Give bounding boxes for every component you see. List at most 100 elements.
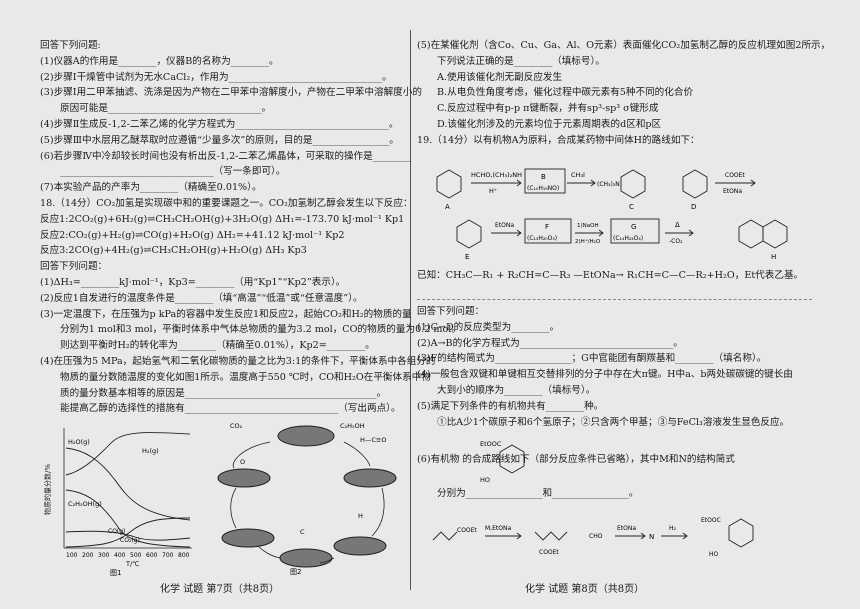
reagent-2: CH₃I xyxy=(571,171,585,179)
tick: 300 xyxy=(98,552,110,559)
q6-ester: EtOOC xyxy=(480,440,502,448)
right-line: (1)C→D的反应类型为________。 xyxy=(417,321,560,333)
dashed-separator xyxy=(417,299,812,300)
c-pre: (CH₃)₃N xyxy=(597,181,620,188)
ring-h1 xyxy=(738,219,764,249)
reaction-3: 反应3:2CO(g)+4H₂(g)⇌CH₃CH₂OH(g)+H₂O(g) ΔH₃… xyxy=(40,245,307,257)
curve-co xyxy=(65,517,191,548)
ring-e xyxy=(456,219,482,249)
reagent-1b: H⁺ xyxy=(489,187,497,195)
route-ester-a: COOEt xyxy=(457,527,477,534)
cycle-arrow xyxy=(230,441,385,564)
synthesis-scheme: HCHO,(CH₃)₂NH H⁺ B (C₁₀H₁₉NO) CH₃I (CH₃)… xyxy=(436,168,788,261)
left-line: (1)ΔH₃=________kJ·mol⁻¹，Kp3=________（用“K… xyxy=(40,276,346,288)
box-b xyxy=(524,168,566,194)
reagent-6b: -CO₂ xyxy=(669,238,683,245)
mol-label-h: H xyxy=(771,253,776,261)
left-line: (2)步骤Ⅰ干燥管中试剂为无水CaCl₂，作用为________________… xyxy=(40,71,392,83)
mol-label-e: E xyxy=(465,253,469,261)
fig1-caption: 图1 xyxy=(110,569,121,577)
reaction-2: 反应2:CO₂(g)+H₂(g)⇌CO(g)+H₂O(g) ΔH₂=+41.12… xyxy=(40,229,345,241)
catalyst-right-bottom xyxy=(333,536,387,556)
fig1-xlabel: T/℃ xyxy=(125,560,139,568)
label-c2h5oh: C₂H₅OH xyxy=(340,422,365,430)
tick: 400 xyxy=(114,552,126,559)
route-aldehyde: CHO xyxy=(589,533,603,540)
option-c: C.反应过程中有p-p π键断裂，并有sp³-sp³ σ键形成 xyxy=(437,103,659,115)
box-f xyxy=(524,218,572,244)
formula-f: (C₁₃H₂₀O₃) xyxy=(527,235,557,242)
known-block: 已知：CH₃C—R₁ + R₂CH=C—R₃ —EtONa→ R₁CH=C—C—… xyxy=(417,268,817,284)
right-line: (6)有机物 的合成路线如下（部分反应条件已省略），其中M和N的结构简式 xyxy=(417,454,735,466)
reagent-3b: EtONa xyxy=(723,188,742,195)
left-line: 质的量分数基本相等的原因是___________________________… xyxy=(60,387,387,399)
curve-c2h5oh xyxy=(65,489,191,548)
left-line: 物质的量分数随温度的变化如图1所示。温度高于550 ℃时，CO和H₂O在平衡体系… xyxy=(60,371,431,383)
label-b: B xyxy=(541,173,546,181)
column-divider xyxy=(410,30,411,590)
route-ester-b: COOEt xyxy=(539,549,559,556)
route-reagent-3: H₂ xyxy=(669,525,677,532)
mol-label-a: A xyxy=(445,203,450,211)
tick: 100 xyxy=(66,552,78,559)
left-line: (4)在压强为5 MPa，起始氢气和二氧化碳物质的量之比为3:1的条件下，平衡体… xyxy=(40,355,436,367)
figure-1-chart: 物质的量分数/% H₂O(g) H₂(g) C₂H₅OH(g) CO(g) CO… xyxy=(43,428,192,577)
q19-title: 19.（14分）以有机物A为原料，合成某药物中间体H的路线如下： xyxy=(417,134,700,146)
reagent-3: COOEt xyxy=(725,172,745,179)
label-hco: H—C≡O xyxy=(360,436,387,444)
curve-h2o xyxy=(65,447,191,521)
synthesis-route-q6: COOEt M,EtONa COOEt CHO EtONa N H₂ EtOOC… xyxy=(432,517,754,558)
catalyst-top xyxy=(277,425,335,447)
label-o: O xyxy=(240,458,245,466)
right-line: 大到小的顺序为________（填标号）。 xyxy=(437,384,596,396)
reagent-6: Δ xyxy=(675,221,680,229)
label-c2h5oh: C₂H₅OH(g) xyxy=(68,500,102,508)
label-co2: CO₂(g) xyxy=(120,537,140,544)
left-line: (4)步骤Ⅱ生成反-1,2-二苯乙烯的化学方程式为_______________… xyxy=(40,118,399,130)
label-h2o: H₂O(g) xyxy=(68,438,90,446)
q6-hydroxy: HO xyxy=(480,476,490,484)
right-line: 回答下列问题： xyxy=(417,306,485,317)
right-line: (4)一般包含双键和单键相互交替排列的分子中存在大π键。H中a、b两处碳碳键的键… xyxy=(417,369,793,381)
catalyst-bottom xyxy=(279,548,333,568)
left-line: (3)一定温度下，在压强为p kPa的容器中发生反应1和反应2，起始CO₂和H₂… xyxy=(40,308,412,320)
reagent-4: EtONa xyxy=(495,222,514,229)
left-column: 回答下列问题: (1)仪器A的作用是________，仪器B的名称为______… xyxy=(40,38,461,417)
left-line: (3)步骤Ⅰ用二甲苯抽滤、洗涤是因为产物在二甲苯中溶解度小，产物在二甲苯中溶解度… xyxy=(40,87,422,99)
left-line: (5)步骤Ⅲ中水层用乙醚萃取时应遵循“少量多次”的原则，目的是_________… xyxy=(40,134,399,146)
tick: 500 xyxy=(130,552,142,559)
label-g: G xyxy=(631,223,636,231)
tick: 800 xyxy=(178,552,190,559)
left-line: (7)本实验产品的产率为________（精确至0.01%）。 xyxy=(40,182,262,194)
right-line: ①比A少1个碳原子和6个氢原子；②只含两个甲基；③与FeCl₃溶液发生显色反应。 xyxy=(437,416,790,428)
tick: 200 xyxy=(82,552,94,559)
reaction-1: 反应1:2CO₂(g)+6H₂(g)⇌CH₃CH₂OH(g)+3H₂O(g) Δ… xyxy=(40,213,405,225)
left-line: 原因可能是________________________________。 xyxy=(60,103,272,115)
tick: 700 xyxy=(162,552,174,559)
left-line: (6)若步骤Ⅳ中冷却较长时间也没有析出反-1,2-二苯乙烯晶体，可采取的操作是_… xyxy=(40,150,412,162)
q18-title: 18.（14分）CO₂加氢是实现碳中和的重要课题之一。CO₂加氢制乙醇会发生以下… xyxy=(40,197,413,209)
right-column: (5)在某催化剂（含Co、Cu、Ga、Al、O元素）表面催化CO₂加氢制乙醇的反… xyxy=(417,38,830,149)
right-line: 下列说法正确的是________（填标号）。 xyxy=(437,55,605,67)
tick: 600 xyxy=(146,552,158,559)
right-line: (2)A→B的化学方程式为___________________________… xyxy=(417,337,683,349)
formula-g: (C₁₄H₂₂O₄) xyxy=(613,235,643,242)
q6-molecule: EtOOC HO xyxy=(480,440,525,484)
right-questions: 回答下列问题： (1)C→D的反应类型为________。 (2)A→B的化学方… xyxy=(417,304,817,502)
curve-co2 xyxy=(65,530,191,541)
route-product-hydroxy: HO xyxy=(709,551,719,558)
fig1-ylabel: 物质的量分数/% xyxy=(43,464,52,515)
ring-h2 xyxy=(762,219,788,249)
ring-c xyxy=(620,169,646,199)
curve-h2 xyxy=(65,432,191,476)
left-line: 能提高乙醇的选择性的措施有___________________________… xyxy=(60,403,401,415)
left-line: (2)反应1自发进行的温度条件是________（填“高温”“低温”或“任意温度… xyxy=(40,292,363,304)
label-co2: CO₂ xyxy=(230,422,243,430)
footer-page-7: 化学 试题 第7页（共8页） xyxy=(160,584,280,595)
formula-b: (C₁₀H₁₉NO) xyxy=(527,185,559,192)
right-line: (5)满足下列条件的有机物共有________种。 xyxy=(417,400,604,412)
figure-2-mechanism: CO₂ C₂H₅OH H—C≡O H O C 图2 xyxy=(217,422,397,576)
catalyst-right-top xyxy=(343,468,397,488)
left-line: 分别为1 mol和3 mol，平衡时体系中气体总物质的量为3.2 mol，CO的… xyxy=(60,324,461,336)
